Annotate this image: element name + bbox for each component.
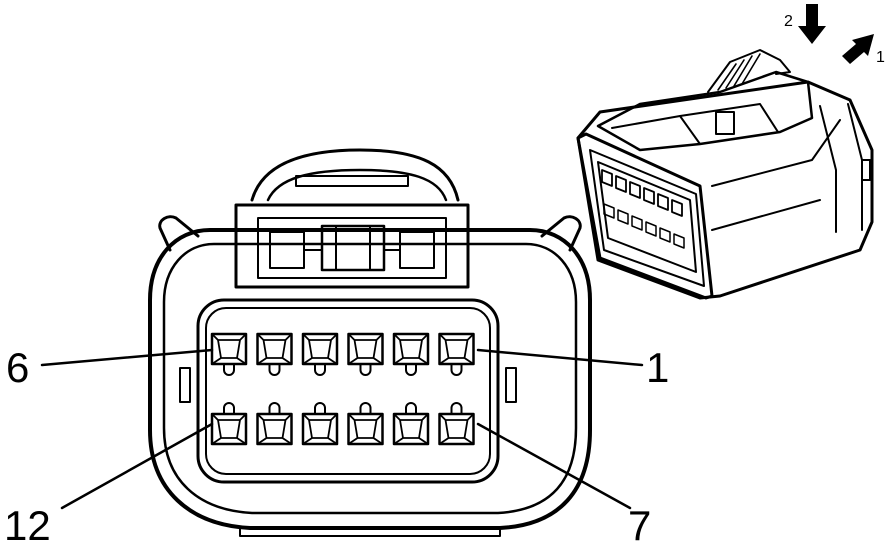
housing-bottom-band — [239, 527, 501, 537]
arrow-diagonal-icon — [842, 34, 874, 64]
iso-body-outline — [576, 80, 874, 300]
terminal-bottom-2 — [256, 402, 293, 446]
iso-terminals-bottom — [603, 203, 685, 249]
terminal-cavity-inner — [205, 307, 491, 475]
terminal-cavity — [196, 298, 500, 484]
right-ear — [540, 215, 582, 252]
pin-label-6: 6 — [6, 344, 29, 391]
left-ear — [158, 215, 200, 252]
terminal-bottom-6 — [438, 402, 475, 446]
iso-front-rim — [589, 149, 705, 287]
arrow-down-icon — [798, 4, 826, 44]
leader-line-1 — [476, 348, 644, 367]
terminal-top-5 — [392, 332, 430, 376]
iso-top-latch — [596, 70, 814, 152]
step-label-1: 1 — [876, 49, 885, 66]
connector-face-view: 6 1 12 7 — [4, 148, 669, 549]
iso-latch-ramp — [707, 49, 791, 93]
right-slot — [505, 367, 517, 403]
center-latch — [234, 203, 470, 289]
housing-inner-rim — [162, 242, 578, 515]
housing-outer — [148, 228, 592, 530]
pin-label-7: 7 — [628, 502, 651, 549]
connector-isometric-view: 2 1 — [576, 4, 885, 300]
terminal-row-bottom — [210, 402, 475, 446]
terminal-bottom-3 — [301, 402, 339, 446]
iso-terminals-top — [601, 169, 683, 217]
step-label-2: 2 — [784, 13, 793, 30]
terminal-top-3 — [301, 332, 339, 376]
terminal-row-top — [210, 332, 475, 376]
terminal-bottom-4 — [347, 402, 384, 446]
terminal-bottom-1 — [210, 402, 248, 446]
latch-dome — [250, 148, 460, 202]
left-slot — [179, 367, 191, 403]
terminal-top-6 — [438, 332, 475, 376]
terminal-top-1 — [210, 332, 248, 376]
leader-line-12 — [60, 422, 214, 510]
leader-line-6 — [40, 348, 214, 367]
terminal-top-4 — [347, 332, 384, 376]
iso-front-face — [576, 132, 714, 300]
terminal-top-2 — [256, 332, 293, 376]
terminal-bottom-5 — [392, 402, 430, 446]
pin-label-12: 12 — [4, 502, 51, 549]
leader-line-7 — [476, 422, 632, 510]
pin-label-1: 1 — [646, 344, 669, 391]
